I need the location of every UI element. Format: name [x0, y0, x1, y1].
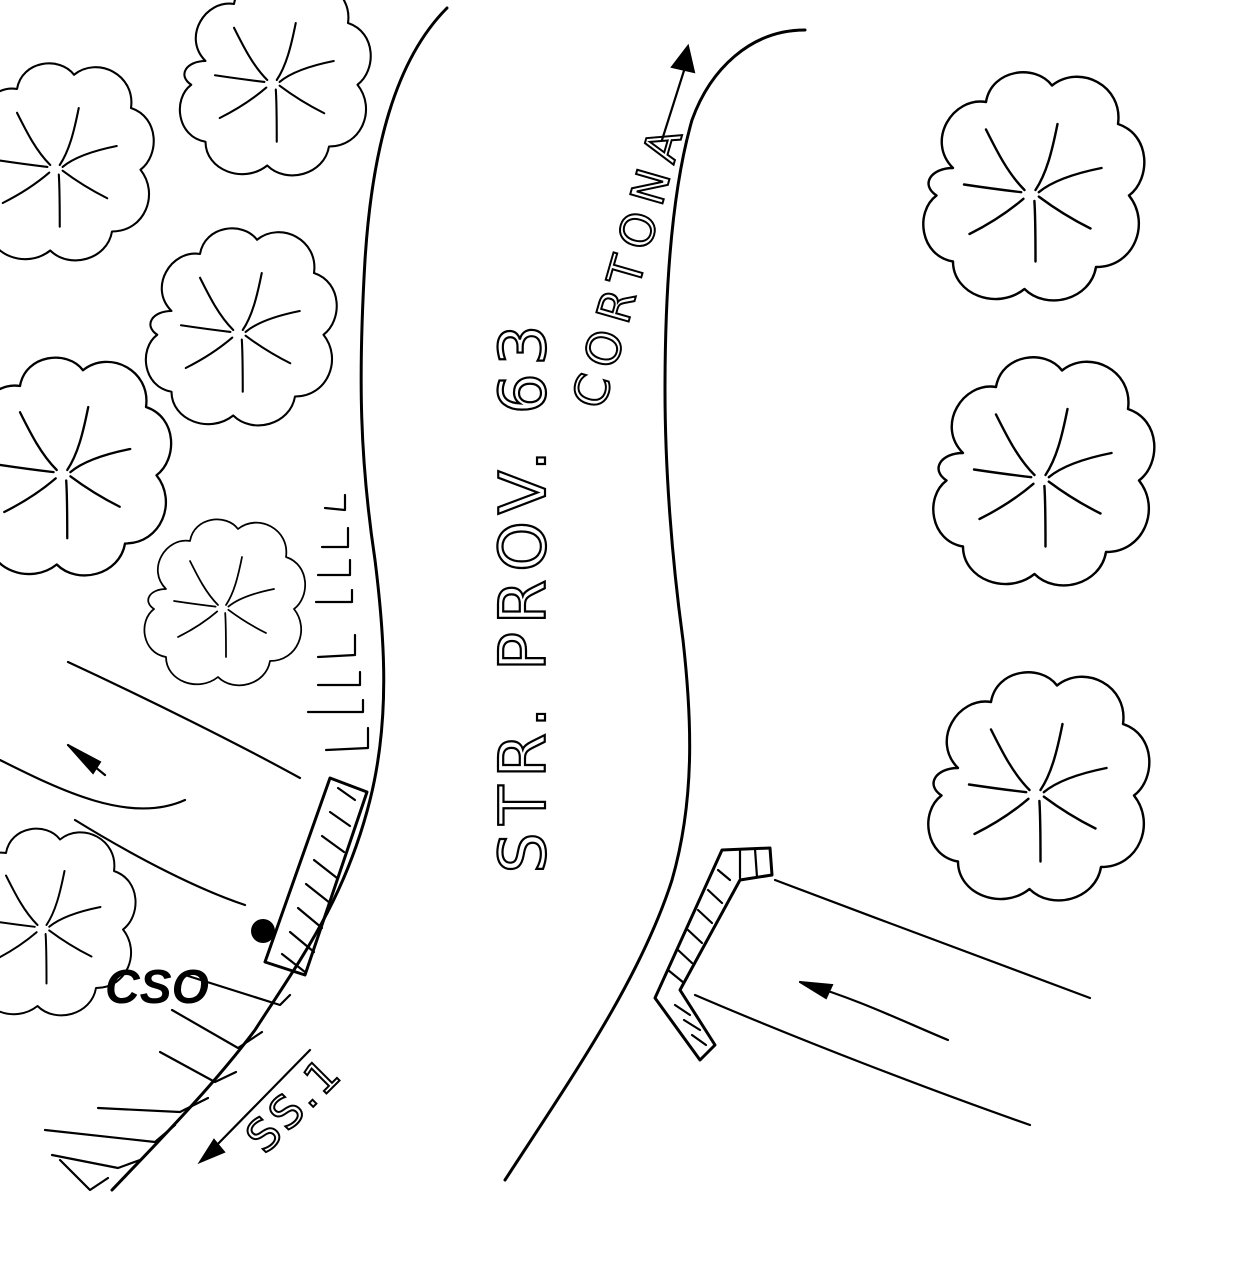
tree-4	[0, 356, 173, 577]
arrow-ss1	[197, 1048, 312, 1165]
main-road-left-edge	[110, 6, 449, 1192]
tree-group-right	[922, 71, 1156, 902]
crosswalk-left	[263, 776, 369, 977]
tree-7	[922, 71, 1146, 302]
parking-stalls-lower	[43, 973, 292, 1192]
side-road-right	[693, 878, 1092, 1127]
direction-label: CORTONA	[562, 113, 696, 413]
arrow-cortona	[660, 43, 696, 142]
tree-1	[178, 0, 372, 177]
side-road-left	[0, 660, 302, 907]
cso-label: CSO	[105, 961, 209, 1014]
main-road-label: STR. PROV. 63	[487, 317, 561, 874]
tree-2	[0, 62, 155, 262]
crosswalk-right	[653, 846, 774, 1062]
parking-stalls-left	[306, 493, 370, 752]
tree-group-left	[0, 0, 372, 1017]
cso-marker-dot	[251, 919, 275, 943]
tree-9	[927, 671, 1151, 902]
main-road-right-edge	[503, 28, 807, 1182]
secondary-road-label: SS.1	[236, 1046, 353, 1163]
tree-5	[143, 518, 307, 687]
tree-8	[932, 356, 1156, 587]
tree-3	[144, 227, 338, 427]
